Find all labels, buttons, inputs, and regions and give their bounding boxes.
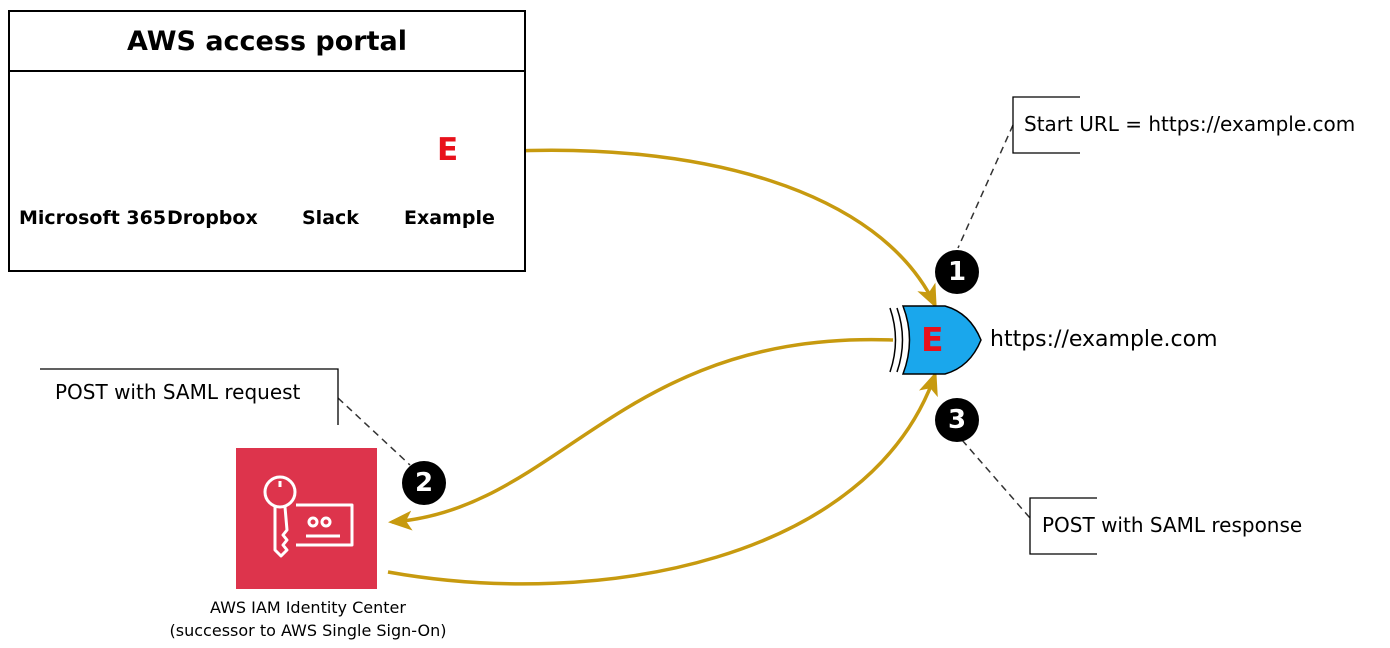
arrow-identity-center-to-app [387, 371, 938, 586]
step-badge-3: 3 [935, 398, 979, 442]
identity-center-caption-line2: (successor to AWS Single Sign-On) [169, 621, 447, 640]
identity-center-caption-line1: AWS IAM Identity Center [210, 598, 406, 617]
note-saml-request: POST with SAML request [55, 380, 301, 404]
step-badge-2: 2 [402, 461, 446, 505]
callout-line-saml-request [337, 397, 411, 466]
app-url-label: https://example.com [990, 327, 1218, 352]
bracket-saml-response [1029, 497, 1097, 555]
note-saml-response: POST with SAML response [1042, 513, 1303, 537]
arrow-app-to-identity-center [388, 337, 894, 531]
app-label-dropbox[interactable]: Dropbox [167, 207, 258, 229]
example-app-letter: E [437, 132, 459, 168]
key-id-card-icon[interactable] [236, 448, 377, 589]
app-label-example[interactable]: Example [404, 207, 495, 229]
app-label-microsoft-365[interactable]: Microsoft 365 [19, 207, 167, 229]
step-badge-1: 1 [935, 250, 979, 294]
bracket-saml-request [40, 368, 339, 425]
app-label-slack[interactable]: Slack [302, 207, 359, 229]
callout-line-start-url [957, 124, 1014, 249]
arrow-portal-to-app [491, 148, 937, 309]
example-node-letter: E [921, 320, 944, 359]
identity-center-caption: AWS IAM Identity Center (successor to AW… [158, 596, 458, 642]
example-app-node-icon[interactable] [889, 305, 982, 375]
note-start-url: Start URL = https://example.com [1024, 112, 1356, 136]
portal-title: AWS access portal [10, 12, 524, 72]
bracket-start-url [1012, 96, 1080, 154]
callout-line-saml-response [961, 439, 1031, 519]
access-portal-panel: AWS access portal [8, 10, 526, 272]
